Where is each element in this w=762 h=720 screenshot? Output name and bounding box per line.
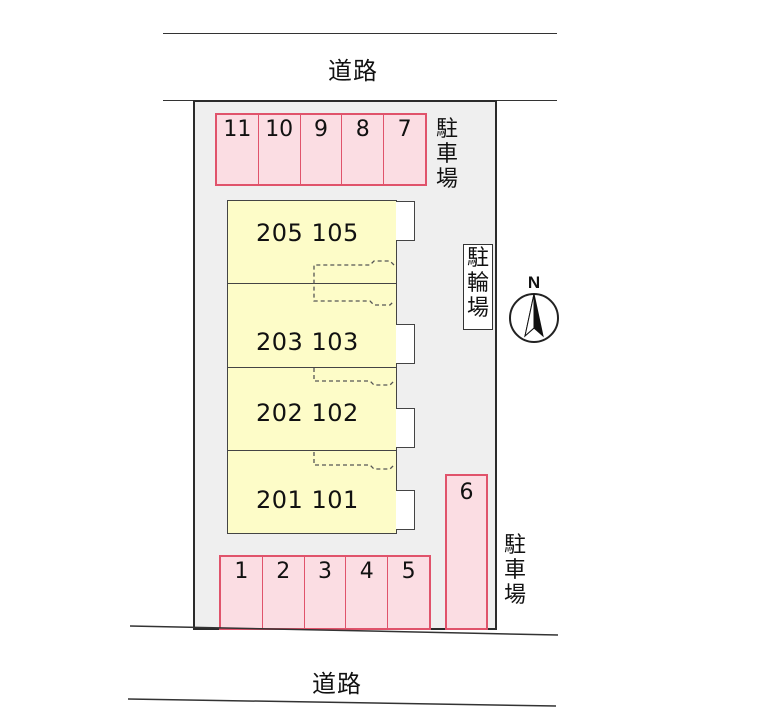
bicycle-parking: 駐 輪 場: [463, 244, 493, 330]
parking-label-bottom-char-1: 駐: [503, 533, 526, 558]
bicycle-label-char-3: 場: [466, 296, 489, 321]
parking-space-5: 5: [401, 559, 416, 584]
unit-201-101-label: 201 101: [256, 486, 359, 514]
parking-space-7: 7: [397, 117, 412, 142]
top-road-upper-line: [163, 33, 557, 34]
parking-space-6: 6: [445, 474, 488, 630]
unit-201-101: 201 101: [227, 450, 397, 534]
parking-space-8: 8: [342, 115, 385, 184]
bicycle-label-char-2: 輪: [466, 271, 489, 296]
compass-north-icon: N: [509, 273, 559, 343]
bicycle-parking-label: 駐 輪 場: [465, 246, 491, 321]
balcony-outline-lower: [313, 452, 395, 470]
parking-label-top-char-3: 場: [435, 167, 458, 192]
parking-label-bottom-char-2: 車: [503, 558, 526, 583]
parking-label-top-char-2: 車: [435, 142, 458, 167]
unit-205-105: 205 105: [227, 200, 397, 284]
bottom-road-lower-line: [128, 698, 557, 707]
parking-label-top: 駐 車 場: [434, 117, 460, 192]
balcony-outline-upper: [313, 260, 395, 306]
parking-label-bottom-char-3: 場: [503, 583, 526, 608]
parking-label-top-char-1: 駐: [435, 117, 458, 142]
entrance-202-102: [396, 408, 415, 448]
parking-space-4: 4: [346, 557, 389, 628]
unit-202-102-label: 202 102: [256, 399, 359, 427]
parking-space-10: 10: [259, 115, 301, 184]
parking-space-1: 1: [221, 557, 263, 628]
unit-205-105-label: 205 105: [256, 219, 359, 247]
unit-203-103-label: 203 103: [256, 328, 359, 356]
entrance-201-101: [396, 490, 415, 530]
compass-north-label: N: [528, 273, 540, 292]
bottom-road-upper-line: [130, 625, 559, 636]
parking-space-2: 2: [263, 557, 305, 628]
balcony-outline-middle: [313, 368, 395, 386]
parking-row-bottom: 1 2 3 4 5: [219, 555, 431, 630]
parking-space-11: 11: [217, 115, 259, 184]
top-road-label: 道路: [328, 57, 378, 85]
parking-space-3: 3: [305, 557, 347, 628]
parking-row-top: 11 10 9 8 7: [215, 113, 427, 186]
entrance-203-103: [396, 324, 415, 364]
bicycle-label-char-1: 駐: [466, 246, 489, 271]
entrance-205-105: [396, 201, 415, 241]
parking-label-bottom: 駐 車 場: [502, 533, 528, 608]
bottom-road-label: 道路: [312, 670, 362, 698]
parking-space-9: 9: [301, 115, 343, 184]
balcony-outlines: [313, 260, 395, 470]
